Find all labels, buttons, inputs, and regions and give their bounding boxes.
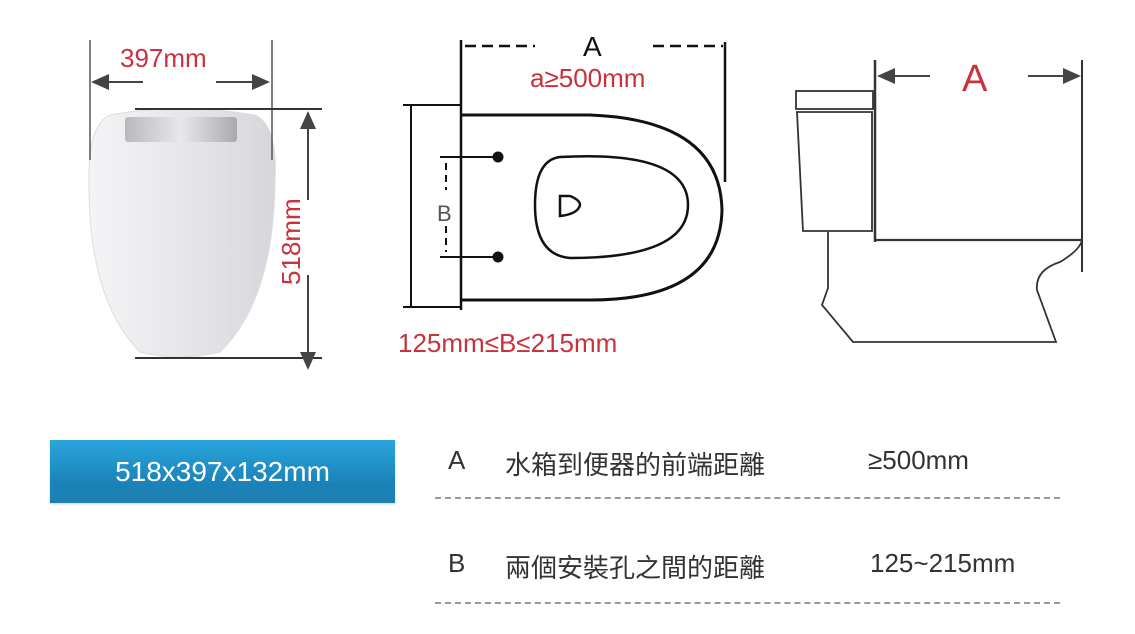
seat-front-view: 397mm 518mm [88, 40, 322, 370]
spec-value: ≥500mm [868, 445, 969, 475]
spec-description: 水箱到便器的前端距離 [505, 450, 766, 480]
side-view-a-label: A [962, 58, 988, 100]
divider [435, 602, 1060, 604]
dimensions-badge: 518x397x132mm [50, 440, 395, 503]
top-view-b-label: B [437, 201, 452, 226]
top-view-a-label: A [583, 31, 602, 62]
spec-key: B [448, 548, 466, 578]
toilet-side-view [795, 60, 1083, 343]
spec-value: 125~215mm [870, 548, 1016, 578]
seat-width-label: 397mm [120, 43, 207, 73]
divider [435, 497, 1060, 499]
spec-key: A [448, 445, 466, 475]
top-view-b-range: 125mm≤B≤215mm [398, 328, 617, 358]
seat-length-label: 518mm [276, 198, 306, 285]
spec-description: 兩個安裝孔之間的距離 [505, 553, 766, 583]
top-view-diagram [403, 40, 727, 310]
top-view-a-value: a≥500mm [530, 63, 645, 93]
